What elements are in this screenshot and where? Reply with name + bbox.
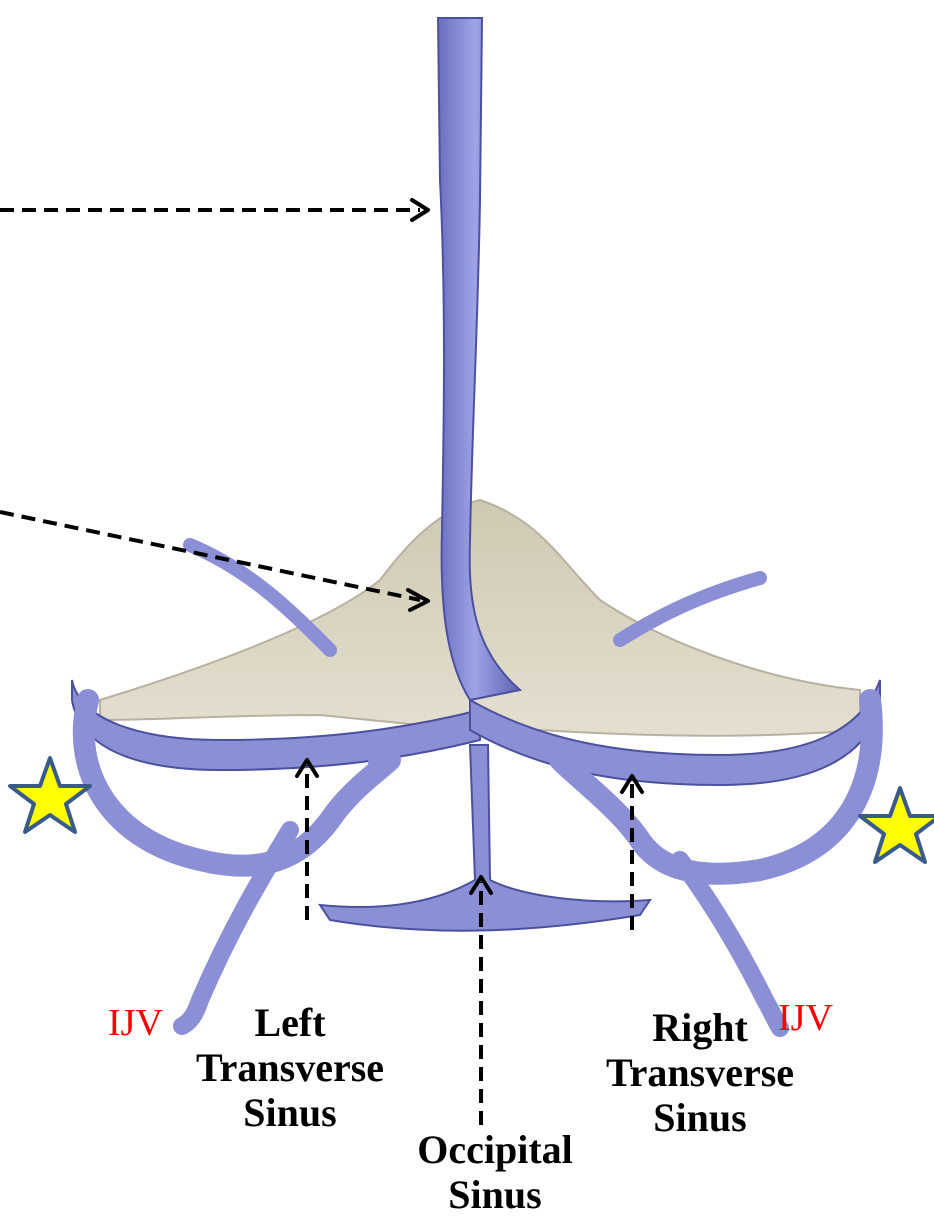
left-upper-branch xyxy=(190,545,330,650)
right-transverse-line-1: Right xyxy=(595,1005,805,1050)
star-icon xyxy=(860,788,934,862)
left-transverse-line-3: Sinus xyxy=(185,1090,395,1135)
left-transverse-line-2: Transverse xyxy=(185,1045,395,1090)
right-transverse-line-3: Sinus xyxy=(595,1095,805,1140)
left-transverse-line-1: Left xyxy=(185,1000,395,1045)
occipital-line-2: Sinus xyxy=(395,1172,595,1217)
occipital-line-1: Occipital xyxy=(395,1127,595,1172)
right-ijv xyxy=(680,860,780,1028)
tentorium xyxy=(100,500,860,736)
left-ijv-label: IJV xyxy=(108,1002,163,1045)
right-transverse-label: Right Transverse Sinus xyxy=(595,1005,805,1141)
right-knob xyxy=(561,750,585,774)
left-sigmoid-sinus xyxy=(84,700,390,866)
right-upper-branch xyxy=(620,578,760,640)
right-transverse-line-2: Transverse xyxy=(595,1050,805,1095)
left-transverse-label: Left Transverse Sinus xyxy=(185,1000,395,1136)
left-knob xyxy=(368,750,392,774)
occipital-sinus-label: Occipital Sinus xyxy=(395,1127,595,1217)
